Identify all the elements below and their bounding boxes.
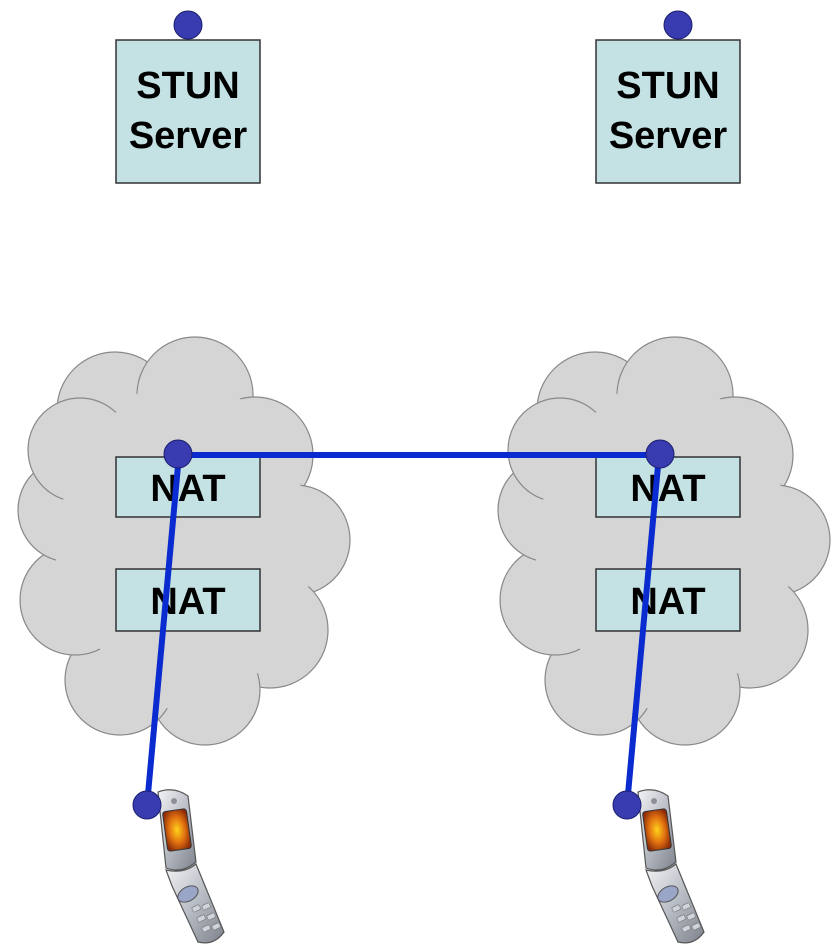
stun-server-port-dot xyxy=(663,10,693,40)
nat-box xyxy=(595,456,741,518)
stun-server-box xyxy=(115,39,261,184)
nat-label: NAT xyxy=(630,468,705,510)
client-phone-left xyxy=(132,789,225,944)
link-line-left-phone xyxy=(144,452,182,808)
stun-server-label-line1: STUN xyxy=(136,65,239,107)
nat-box xyxy=(595,568,741,632)
phone-port-dot xyxy=(132,790,162,820)
network-cloud-left: NAT NAT xyxy=(17,336,351,746)
connection-path xyxy=(144,452,662,808)
stun-server-label-line2: Server xyxy=(609,115,728,157)
network-cloud-right: NAT NAT xyxy=(497,336,831,746)
nat-port-dot-right xyxy=(645,439,675,469)
stun-server-label-line1: STUN xyxy=(616,65,719,107)
stun-server-right: STUN Server xyxy=(595,10,741,184)
flip-phone-icon xyxy=(637,789,705,944)
stun-server-left: STUN Server xyxy=(115,10,261,184)
stun-server-label-line2: Server xyxy=(129,115,248,157)
nat-port-dot-left xyxy=(163,439,193,469)
link-line-right-phone xyxy=(624,452,662,808)
client-phone-right xyxy=(612,789,705,944)
nat-label: NAT xyxy=(150,468,225,510)
stun-server-port-dot xyxy=(173,10,203,40)
phone-port-dot xyxy=(612,790,642,820)
nat-box xyxy=(115,568,261,632)
flip-phone-icon xyxy=(157,789,225,944)
stun-server-box xyxy=(595,39,741,184)
